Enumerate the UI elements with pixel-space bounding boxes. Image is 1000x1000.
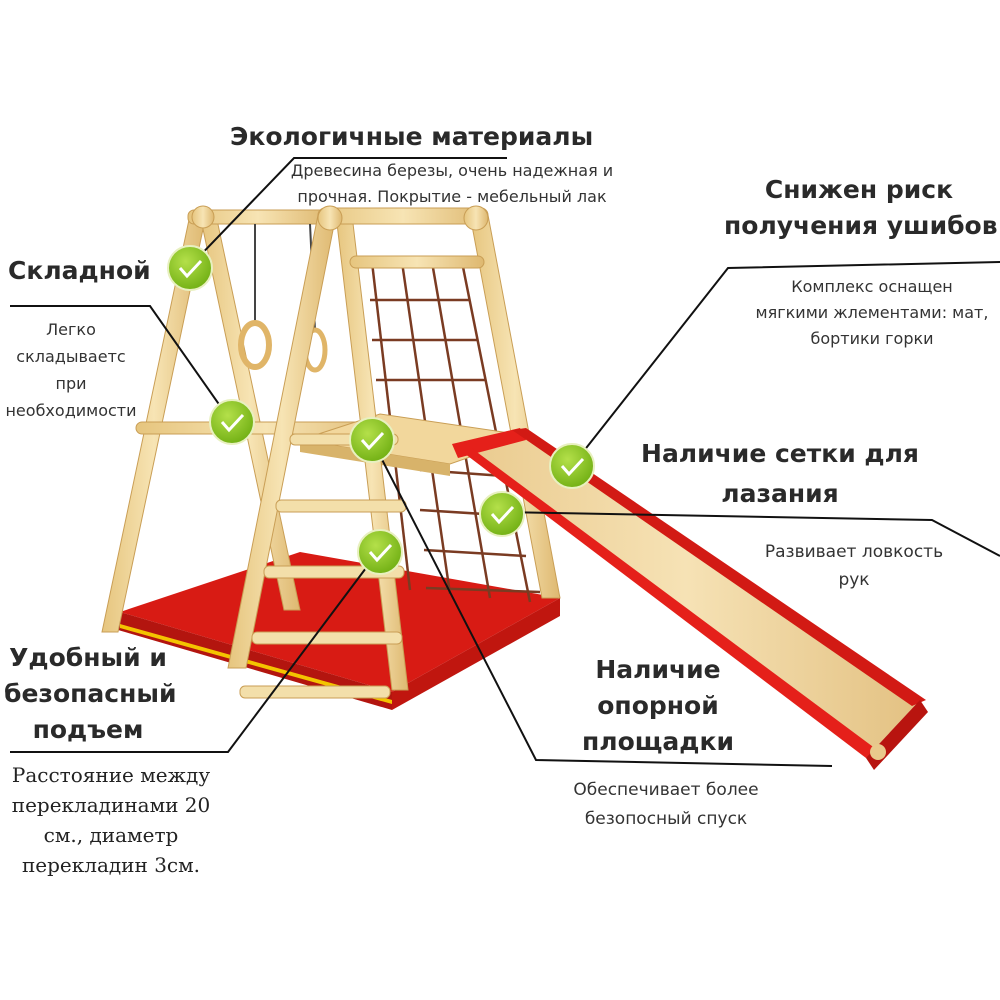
title-line: площадки xyxy=(582,727,734,756)
desc-line: Расстояние между xyxy=(11,763,211,787)
desc-line: безопосный спуск xyxy=(584,809,748,829)
title-line: Наличие сетки для xyxy=(641,439,919,468)
desc-line: прочная. Покрытие - мебельный лак xyxy=(297,187,607,206)
ladder-rungs xyxy=(239,433,407,699)
support-platform-description: Обеспечивает более безопосный спуск xyxy=(556,776,776,834)
eco-materials-title: Экологичные материалы xyxy=(230,122,594,151)
check-circle-icon xyxy=(349,417,395,463)
check-circle-icon xyxy=(549,443,595,489)
reduced-risk-title: Снижен риск получения ушибов xyxy=(724,172,998,244)
desc-line: Легко xyxy=(46,320,96,339)
check-circle-icon xyxy=(479,491,525,537)
desc-line: рук xyxy=(838,570,870,590)
desc-line: см., диаметр xyxy=(43,823,179,847)
title-line: получения ушибов xyxy=(724,211,998,240)
climbing-net-title: Наличие сетки для лазания xyxy=(632,434,928,514)
foldable-description: Легко складываетс при необходимости xyxy=(0,316,142,424)
convenient-climb-description: Расстояние между перекладинами 20 см., д… xyxy=(4,760,218,880)
support-platform-title: Наличие опорной площадки xyxy=(568,652,748,760)
title-line: Снижен риск xyxy=(764,175,954,204)
title-line: подъем xyxy=(32,715,144,744)
reduced-risk-description: Комплекс оснащен мягкими жлементами: мат… xyxy=(752,274,992,352)
desc-line: Комплекс оснащен xyxy=(791,277,953,296)
title-line: Наличие xyxy=(595,655,721,684)
desc-line: перекладинами 20 xyxy=(11,793,211,817)
title-line: лазания xyxy=(721,479,839,508)
title-line: опорной xyxy=(597,691,719,720)
desc-line: необходимости xyxy=(5,401,137,420)
desc-line: мягкими жлементами: мат, xyxy=(755,303,989,322)
title-line: безопасный xyxy=(4,679,177,708)
foldable-title: Складной xyxy=(8,256,151,285)
title-line: Удобный и xyxy=(9,643,167,672)
desc-line: Древесина березы, очень надежная и xyxy=(290,161,614,180)
check-circle-icon xyxy=(357,529,403,575)
eco-materials-description: Древесина березы, очень надежная и прочн… xyxy=(282,158,622,210)
check-circle-icon xyxy=(167,245,213,291)
check-badges xyxy=(167,245,595,575)
leader-lines xyxy=(10,157,1000,767)
slide xyxy=(452,428,928,770)
check-circle-icon xyxy=(209,399,255,445)
desc-line: бортики горки xyxy=(810,329,934,348)
desc-line: при xyxy=(55,374,87,393)
convenient-climb-title: Удобный и безопасный подъем xyxy=(4,640,177,748)
desc-line: складываетс xyxy=(16,347,126,366)
climbing-net-description: Развивает ловкость рук xyxy=(744,538,964,594)
desc-line: Обеспечивает более xyxy=(573,780,759,800)
desc-line: перекладин 3см. xyxy=(21,853,201,877)
desc-line: Развивает ловкость xyxy=(764,542,944,562)
